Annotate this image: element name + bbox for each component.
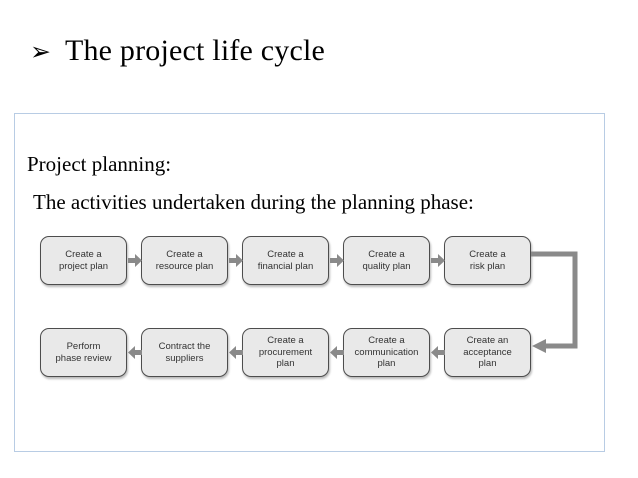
elbow-connector-risk-to-acceptance (528, 246, 585, 358)
arrow-right-icon (330, 254, 344, 267)
page-title: ➢ The project life cycle (30, 36, 325, 66)
arrow-right-icon (431, 254, 445, 267)
arrow-right-icon (229, 254, 243, 267)
arrow-right-icon (128, 254, 142, 267)
arrow-left-icon (431, 346, 445, 359)
arrow-left-icon (330, 346, 344, 359)
section-heading: Project planning: (27, 152, 172, 176)
section-subheading: The activities undertaken during the pla… (33, 190, 474, 214)
bullet-arrow-icon: ➢ (30, 37, 51, 66)
arrow-left-icon (128, 346, 142, 359)
content-frame: Project planning: The activities underta… (14, 113, 605, 452)
page-title-text: The project life cycle (64, 34, 326, 67)
arrow-left-icon (229, 346, 243, 359)
